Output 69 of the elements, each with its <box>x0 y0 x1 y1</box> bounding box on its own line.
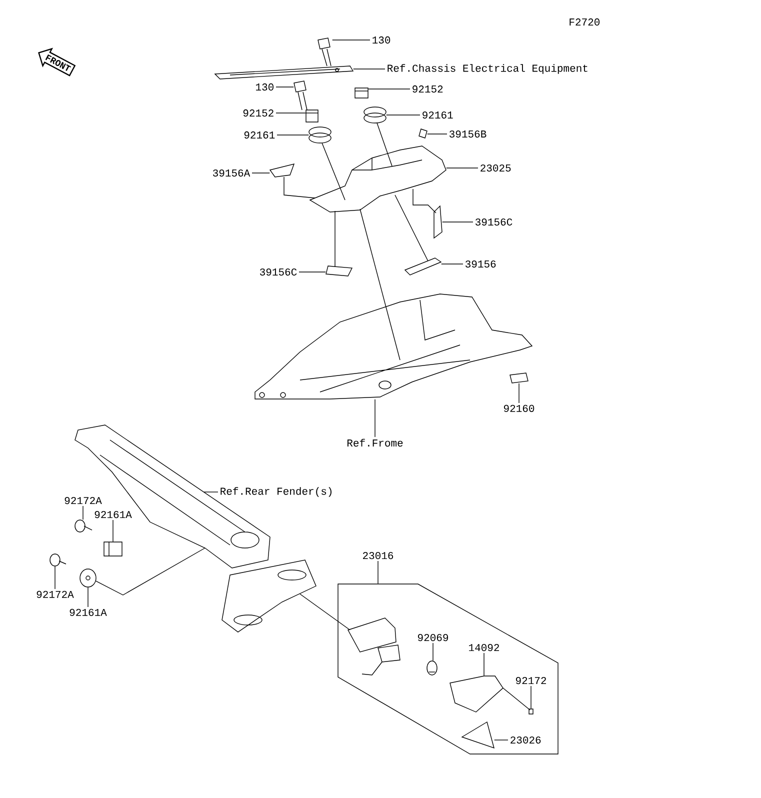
grommet-drawing <box>308 126 332 144</box>
pad-drawing <box>510 372 528 384</box>
part-number: 92152 <box>412 85 443 93</box>
part-number: 92161 <box>244 131 275 139</box>
leader-line <box>276 112 306 114</box>
assembly-line <box>300 594 350 630</box>
pad-drawing <box>326 266 353 276</box>
part-number: 23025 <box>480 164 511 172</box>
assembly-line <box>322 142 346 200</box>
part-number: 130 <box>372 36 390 44</box>
part-number: 39156 <box>466 260 496 268</box>
washer-drawing <box>74 520 92 532</box>
collar-drawing <box>306 110 318 122</box>
assembly-line <box>394 194 428 262</box>
assembly-line <box>376 122 392 166</box>
leader-line <box>432 642 434 661</box>
leader-line <box>374 399 376 438</box>
screw-drawing <box>528 708 534 714</box>
leader-line <box>368 88 410 90</box>
leader-line <box>54 566 56 590</box>
part-number: 14092 <box>469 644 499 652</box>
part-number: 92152 <box>243 109 274 117</box>
washer-drawing <box>50 554 66 566</box>
leader-line <box>276 86 294 88</box>
part-number: 92161A <box>94 511 132 518</box>
part-number: 92069 <box>418 634 448 642</box>
grommet-drawing <box>364 106 386 124</box>
lens-drawing <box>450 676 504 712</box>
leader-line <box>353 68 386 70</box>
part-number: 39156C <box>476 218 512 226</box>
leader-line <box>82 506 84 520</box>
part-number: 23026 <box>510 736 541 744</box>
part-number: 92172A <box>36 590 74 598</box>
reference-note: Ref.Chassis Electrical Equipment <box>388 64 588 74</box>
part-number: 92172 <box>516 677 546 684</box>
bolt-drawing <box>294 80 308 110</box>
drawing-number: F2720 <box>570 18 600 26</box>
part-number: 92161A <box>70 608 107 616</box>
reference-note: Ref.Rear Fender(s) <box>220 487 332 497</box>
leader-line <box>530 686 532 709</box>
part-number: 92172A <box>64 497 102 504</box>
socket-drawing <box>348 618 400 676</box>
leader-line <box>386 114 420 116</box>
bulb-drawing <box>426 660 438 676</box>
grommet-drawing <box>104 542 122 556</box>
assembly-line <box>502 688 530 710</box>
leader-line <box>518 383 520 404</box>
part-number: 39156C <box>260 268 297 276</box>
leader-line <box>276 134 309 136</box>
clip-drawing <box>418 128 428 138</box>
part-number: 92161 <box>422 111 453 119</box>
part-number: 23016 <box>363 552 394 560</box>
assembly-line <box>96 548 206 596</box>
part-number: 39156B <box>450 130 486 138</box>
part-number: 39156A <box>213 169 250 177</box>
group-bracket <box>338 584 558 754</box>
assembly-line <box>284 176 316 198</box>
leader-line <box>112 520 114 542</box>
grommet-drawing <box>80 568 96 588</box>
leader-line <box>252 172 270 174</box>
collar-drawing <box>354 88 368 98</box>
assembly-line <box>412 188 436 214</box>
assembly-line <box>334 210 336 268</box>
assembly-line <box>360 208 400 360</box>
frame-drawing <box>254 294 533 400</box>
part-number: 92160 <box>504 404 534 412</box>
part-number: 130 <box>256 83 274 91</box>
reference-note: Ref.Frome <box>347 438 403 447</box>
bolt-drawing <box>318 38 332 66</box>
